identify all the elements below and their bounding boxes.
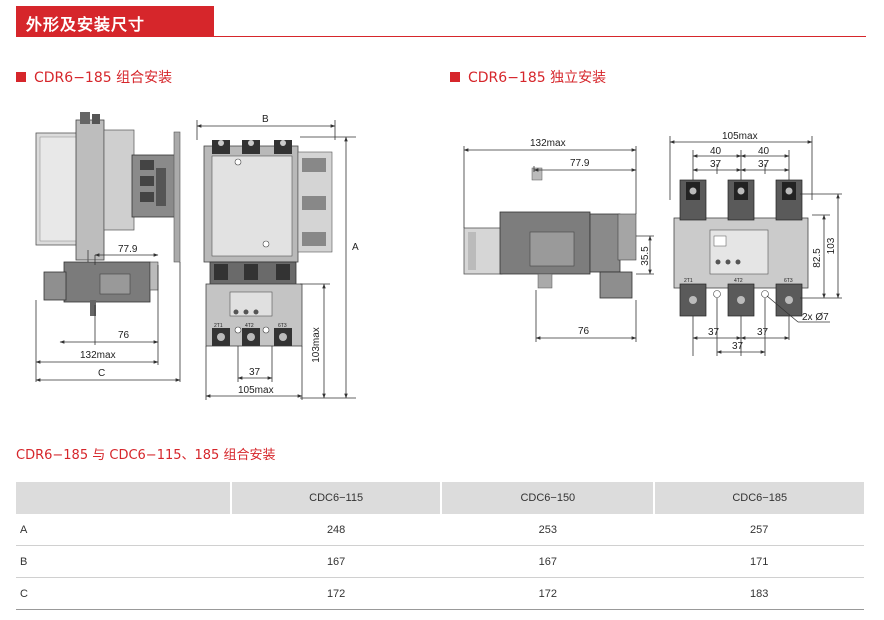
svg-text:37: 37 bbox=[758, 159, 770, 170]
row-label: C bbox=[16, 577, 231, 610]
table-header-cell: CDC6−115 bbox=[229, 482, 442, 514]
svg-text:6T3: 6T3 bbox=[278, 323, 287, 329]
svg-text:A: A bbox=[352, 242, 359, 253]
svg-text:35.5: 35.5 bbox=[640, 246, 651, 266]
table-cell: 172 bbox=[441, 577, 655, 610]
svg-text:105max: 105max bbox=[238, 385, 274, 396]
table-row: B 167 167 171 bbox=[16, 545, 864, 578]
svg-text:37: 37 bbox=[710, 159, 722, 170]
row-label: B bbox=[16, 545, 231, 578]
right-front-dimensions: 105max 40 40 37 37 82.5 103 37 37 37 2x bbox=[669, 131, 842, 356]
svg-text:82.5: 82.5 bbox=[812, 248, 823, 268]
svg-text:37: 37 bbox=[708, 327, 720, 338]
table-cell: 167 bbox=[441, 545, 655, 578]
row-label: A bbox=[16, 514, 231, 546]
svg-text:40: 40 bbox=[710, 146, 722, 157]
svg-text:103: 103 bbox=[826, 237, 837, 254]
table-cell: 167 bbox=[231, 545, 442, 578]
svg-text:37: 37 bbox=[249, 367, 261, 378]
svg-text:40: 40 bbox=[758, 146, 770, 157]
svg-text:77.9: 77.9 bbox=[118, 244, 138, 255]
table-cell: 257 bbox=[654, 514, 864, 546]
svg-text:132max: 132max bbox=[530, 138, 566, 149]
spec-table: CDC6−115 CDC6−150 CDC6−185 A 248 253 257… bbox=[16, 482, 864, 610]
svg-text:105max: 105max bbox=[722, 131, 758, 142]
table-cell: 253 bbox=[441, 514, 655, 546]
left-side-dimensions: 77.9 76 132max C bbox=[35, 244, 181, 382]
left-front-view: 2T1 4T2 6T3 bbox=[203, 140, 333, 347]
svg-text:77.9: 77.9 bbox=[570, 158, 590, 169]
left-side-view bbox=[35, 112, 181, 316]
header-divider bbox=[16, 36, 866, 37]
svg-text:4T2: 4T2 bbox=[245, 323, 254, 329]
table-header-row: CDC6−115 CDC6−150 CDC6−185 bbox=[16, 482, 864, 514]
bullet-square-icon bbox=[16, 72, 26, 82]
svg-text:6T3: 6T3 bbox=[784, 278, 793, 284]
table-title: CDR6−185 与 CDC6−115、185 组合安装 bbox=[16, 448, 276, 463]
svg-text:C: C bbox=[98, 368, 105, 379]
svg-text:76: 76 bbox=[578, 326, 590, 337]
svg-text:2x Ø7: 2x Ø7 bbox=[802, 312, 829, 323]
svg-text:4T2: 4T2 bbox=[734, 278, 743, 284]
svg-text:37: 37 bbox=[732, 341, 744, 352]
svg-text:103max: 103max bbox=[311, 327, 322, 363]
table-header-cell: CDC6−185 bbox=[653, 482, 864, 514]
table-header-cell: CDC6−150 bbox=[440, 482, 655, 514]
table-row: A 248 253 257 bbox=[16, 514, 864, 546]
bullet-square-icon bbox=[450, 72, 460, 82]
table-cell: 248 bbox=[231, 514, 442, 546]
left-section-title: CDR6−185 组合安装 bbox=[16, 67, 172, 87]
right-front-view: 2T1 4T2 6T3 bbox=[673, 179, 809, 317]
table-cell: 171 bbox=[654, 545, 864, 578]
table-row: C 172 172 183 bbox=[16, 577, 864, 610]
svg-text:B: B bbox=[262, 114, 269, 125]
svg-text:2T1: 2T1 bbox=[214, 323, 223, 329]
svg-text:76: 76 bbox=[118, 330, 130, 341]
svg-text:132max: 132max bbox=[80, 350, 116, 361]
svg-text:37: 37 bbox=[757, 327, 769, 338]
right-side-dimensions: 132max 77.9 35.5 76 bbox=[463, 138, 654, 342]
svg-text:2T1: 2T1 bbox=[684, 278, 693, 284]
table-cell: 183 bbox=[654, 577, 864, 610]
left-front-dimensions: B A 103max 37 105max bbox=[196, 114, 359, 400]
table-header-cell bbox=[16, 482, 231, 514]
table-cell: 172 bbox=[231, 577, 442, 610]
section-header-title: 外形及安装尺寸 bbox=[26, 15, 146, 34]
right-side-view bbox=[463, 167, 637, 299]
right-section-title: CDR6−185 独立安装 bbox=[450, 67, 606, 87]
section-header: 外形及安装尺寸 bbox=[16, 6, 214, 36]
dimension-drawings: 77.9 76 132max C 2T1 4T2 6T3 bbox=[35, 112, 842, 400]
